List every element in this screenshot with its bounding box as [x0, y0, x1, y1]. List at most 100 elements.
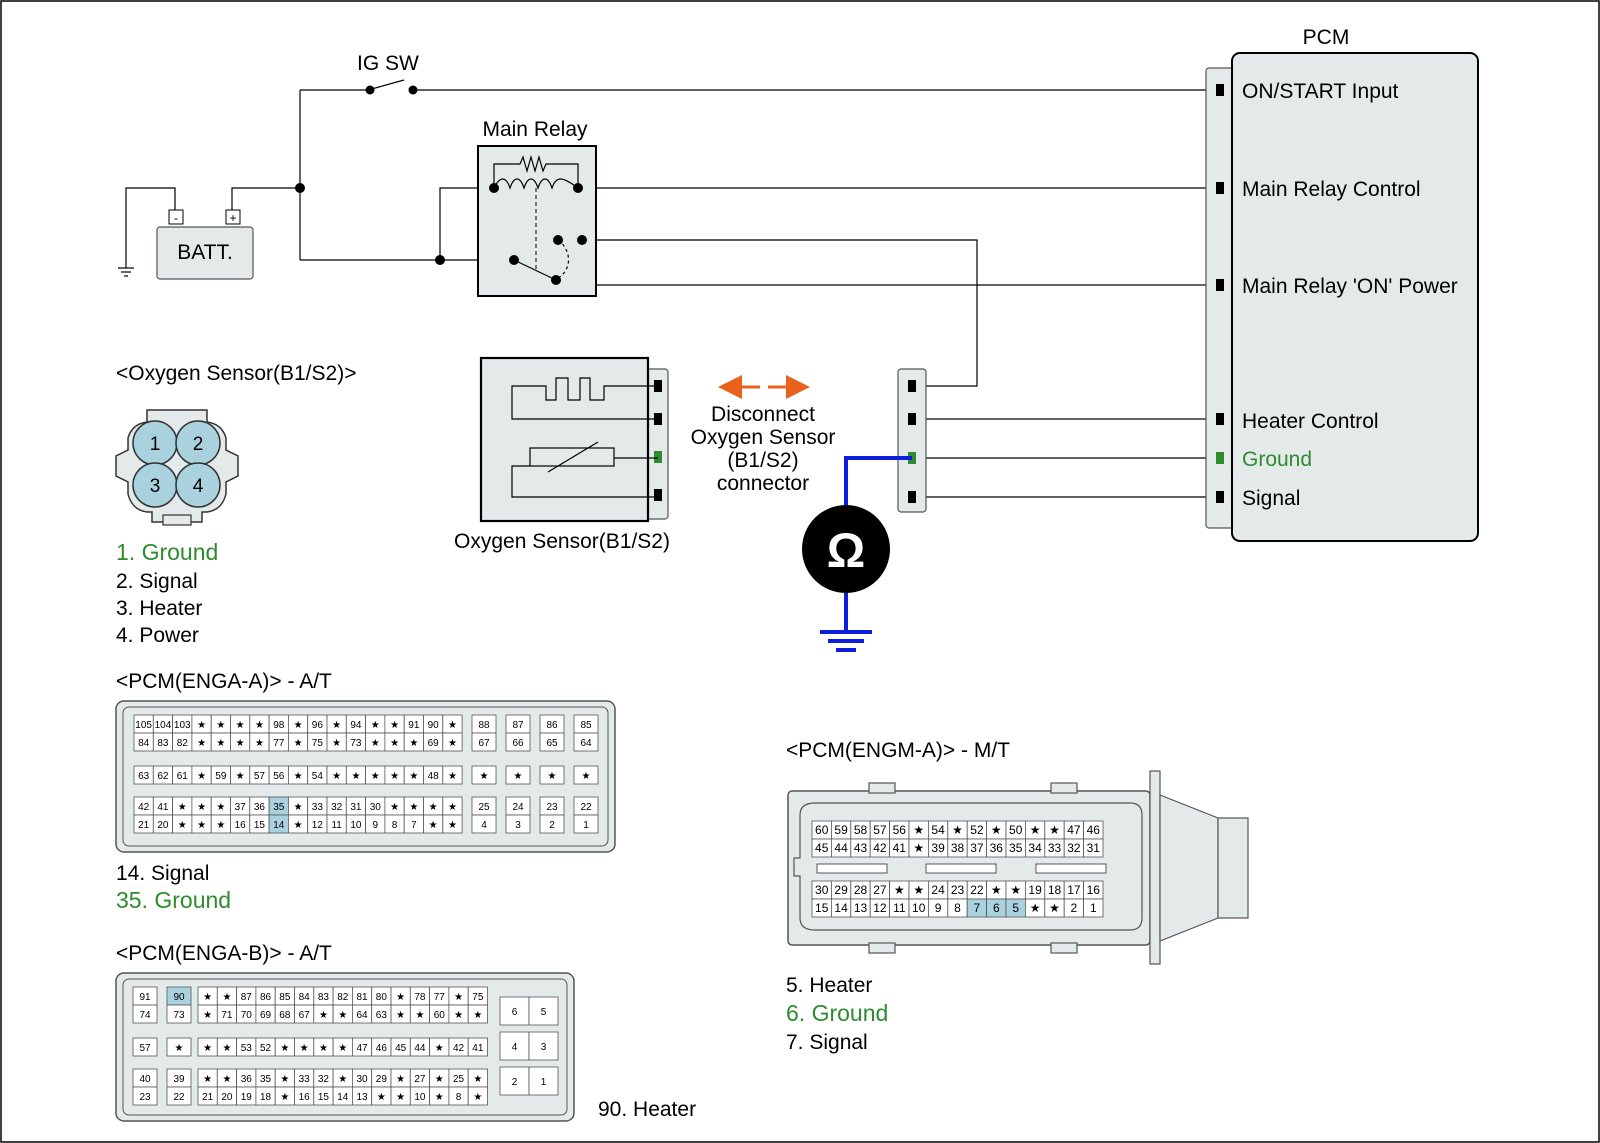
engm-a-pin: 22	[970, 883, 984, 897]
enga-b-pin: 16	[299, 1092, 311, 1103]
enga-a-pin: 103	[174, 720, 191, 731]
enga-a-pin: ★	[448, 802, 457, 813]
engm-a-pin: 14	[834, 901, 848, 915]
enga-b-pin: 68	[279, 1010, 291, 1021]
enga-b-pin: 8	[456, 1092, 462, 1103]
enga-b-pin-box	[166, 1037, 192, 1057]
enga-b-pin: 39	[173, 1074, 185, 1085]
enga-a-pin: 67	[478, 738, 490, 749]
enga-b-pin-box	[499, 1066, 530, 1096]
enga-a-pin: ★	[448, 820, 457, 831]
enga-b-pin: 64	[356, 1010, 368, 1021]
engm-a-pin: 24	[931, 883, 945, 897]
enga-b-pin: 3	[541, 1042, 547, 1053]
enga-a-pin: ★	[332, 771, 341, 782]
engm-a-pin: 9	[935, 901, 942, 915]
enga-a-title: <PCM(ENGA-A)> - A/T	[116, 670, 332, 693]
enga-a-pin: ★	[429, 802, 438, 813]
enga-a-pin: 84	[138, 738, 150, 749]
enga-a-pin: ★	[294, 802, 303, 813]
enga-b-pin-box	[467, 1037, 488, 1057]
enga-b-pin: 73	[173, 1010, 185, 1021]
enga-b-pin: 35	[260, 1074, 272, 1085]
enga-b-pin: 1	[541, 1077, 547, 1088]
enga-a-pin-box	[539, 765, 565, 785]
enga-b-pin-box	[132, 1086, 158, 1106]
enga-a-pin-box	[573, 765, 599, 785]
enga-a-pin: ★	[197, 720, 206, 731]
enga-a-pin: ★	[236, 738, 245, 749]
enga-b-pin: ★	[396, 1092, 405, 1103]
enga-b-pin: ★	[338, 1010, 347, 1021]
enga-b-pin: 46	[376, 1043, 388, 1054]
sensor-pin-3: 3	[150, 476, 161, 497]
enga-b-pin: 36	[241, 1074, 253, 1085]
pcm-pin-on-start: ON/START Input	[1242, 80, 1399, 103]
enga-b-pin: ★	[319, 1043, 328, 1054]
enga-b-pin-box	[132, 1037, 158, 1057]
disconnect-line-2: Oxygen Sensor	[691, 426, 836, 449]
engm-a-pin: 1	[1090, 901, 1097, 915]
enga-b-pin: 2	[512, 1077, 518, 1088]
enga-a-pin: 64	[580, 738, 592, 749]
enga-b-pin: ★	[175, 1043, 184, 1054]
enga-a-pin: ★	[448, 720, 457, 731]
enga-a-pin: ★	[390, 720, 399, 731]
enga-a-pin: 86	[546, 720, 558, 731]
enga-a-pin: ★	[216, 802, 225, 813]
enga-a-pin: ★	[197, 738, 206, 749]
enga-b-pin: 13	[356, 1092, 368, 1103]
sensor-legend-3: 3. Heater	[116, 597, 202, 620]
enga-a-pin: 63	[138, 771, 150, 782]
enga-a-pin: ★	[332, 720, 341, 731]
enga-b-pin: ★	[338, 1074, 347, 1085]
enga-a-pin: ★	[197, 820, 206, 831]
enga-b-pin: ★	[396, 1074, 405, 1085]
engm-a-pin: 38	[951, 841, 965, 855]
enga-b-pin: ★	[280, 1043, 289, 1054]
enga-b-pin: ★	[396, 992, 405, 1003]
engm-a-pin: 10	[912, 901, 926, 915]
engm-a-pin: ★	[1030, 901, 1041, 915]
engm-a-pin-box	[1083, 838, 1104, 858]
enga-b-pin: 90	[173, 992, 185, 1003]
enga-a-pin: ★	[294, 720, 303, 731]
enga-b-pin: 20	[221, 1092, 233, 1103]
enga-a-pin: ★	[429, 820, 438, 831]
enga-b-pin: ★	[473, 1010, 482, 1021]
disconnect-line-4: connector	[717, 472, 809, 495]
enga-a-pin: ★	[255, 720, 264, 731]
enga-b-pin: ★	[203, 1043, 212, 1054]
enga-a-pin: ★	[371, 738, 380, 749]
engm-a-pin: 27	[873, 883, 887, 897]
enga-a-pin-box	[573, 814, 599, 834]
enga-b-pin: 22	[173, 1092, 185, 1103]
engm-a-pin: 2	[1071, 901, 1078, 915]
enga-a-pin: ★	[216, 738, 225, 749]
enga-b-pin: 25	[453, 1074, 465, 1085]
enga-b-pin: ★	[203, 1010, 212, 1021]
enga-b-pin: 74	[139, 1010, 151, 1021]
engm-a-pin: 42	[873, 841, 887, 855]
enga-a-pin: ★	[548, 771, 557, 782]
enga-a-pin: ★	[197, 771, 206, 782]
enga-a-pin: ★	[351, 771, 360, 782]
enga-a-pin: 82	[177, 738, 189, 749]
enga-a-pin: 94	[350, 720, 362, 731]
enga-a-pin: 69	[428, 738, 440, 749]
enga-b-pin: 67	[299, 1010, 311, 1021]
engm-a-pin: ★	[913, 823, 924, 837]
enga-b-pin: 84	[299, 992, 311, 1003]
engm-a-pin: ★	[1010, 883, 1021, 897]
enga-a-pin: 23	[546, 802, 558, 813]
enga-a-legend-2: 35. Ground	[116, 887, 231, 913]
enga-b-pin-box	[166, 1004, 192, 1024]
enga-a-pin-box	[573, 732, 599, 752]
oxygen-sensor-label: Oxygen Sensor(B1/S2)	[454, 530, 670, 553]
enga-b-pin: ★	[454, 992, 463, 1003]
enga-b-pin: ★	[435, 1043, 444, 1054]
enga-b-pin: 78	[414, 992, 426, 1003]
engm-a-pin: 41	[893, 841, 907, 855]
